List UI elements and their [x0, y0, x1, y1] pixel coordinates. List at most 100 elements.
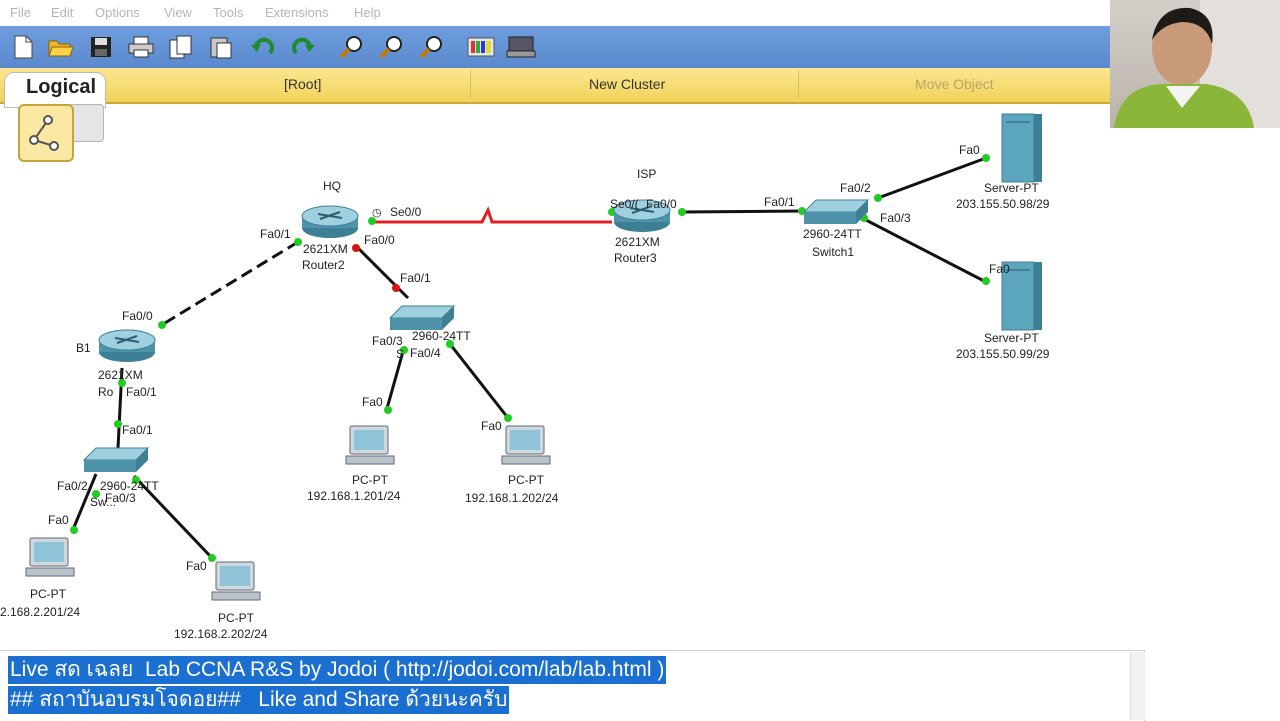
link-switch1-server2[interactable]	[861, 216, 987, 284]
swhq-name: S	[396, 347, 404, 361]
copy-icon[interactable]	[166, 32, 196, 62]
swb1-fa02: Fa0/2	[57, 479, 88, 493]
b1-label: B1	[76, 341, 91, 355]
menu-bar: File Edit Options View Tools Extensions …	[0, 0, 1110, 26]
menu-extensions[interactable]: Extensions	[265, 5, 329, 20]
link-isp-switch1[interactable]	[681, 209, 805, 214]
paste-icon[interactable]	[206, 32, 236, 62]
isp-label: ISP	[637, 167, 656, 181]
open-folder-icon[interactable]	[46, 32, 76, 62]
pc-1[interactable]	[345, 425, 395, 465]
link-swb1-pc4[interactable]	[132, 474, 214, 560]
link-switch-pc1[interactable]	[384, 347, 406, 413]
print-icon[interactable]	[126, 32, 156, 62]
bar-divider	[470, 70, 471, 98]
logical-tab-label: Logical	[26, 76, 97, 98]
router-b1[interactable]	[98, 329, 156, 363]
serial-link-hq-isp[interactable]	[370, 206, 612, 224]
webcam-overlay	[1110, 0, 1280, 128]
menu-tools[interactable]: Tools	[213, 5, 244, 20]
caption-line-2: ## สถาบันอบรมโจดอย## Like and Share ด้วย…	[8, 686, 510, 714]
switch1-model: 2960-24TT	[803, 227, 862, 241]
pc2-ip: 192.168.1.202/24	[465, 491, 559, 505]
link-status-dots	[70, 154, 990, 562]
redo-icon[interactable]	[288, 32, 318, 62]
isp-name: Router3	[614, 251, 657, 265]
switch1-fa01: Fa0/1	[764, 195, 795, 209]
pc1-port: Fa0	[362, 395, 383, 409]
menu-options[interactable]: Options	[95, 5, 140, 20]
swb1-fa01: Fa0/1	[122, 423, 153, 437]
link-switch1-server1[interactable]	[877, 156, 987, 200]
pc-4[interactable]	[211, 561, 261, 601]
pc-2[interactable]	[501, 425, 551, 465]
pc4-port: Fa0	[186, 559, 207, 573]
swhq-fa03: Fa0/3	[372, 334, 403, 348]
switch1-name: Switch1	[812, 245, 854, 259]
link-hq-b1[interactable]	[159, 240, 299, 328]
server1-port: Fa0	[959, 143, 980, 157]
palette-icon[interactable]	[466, 32, 496, 62]
pc-3[interactable]	[25, 537, 75, 577]
zoom-in-icon[interactable]	[336, 32, 366, 62]
server2-port: Fa0	[989, 262, 1010, 276]
switch-hq-lan[interactable]	[389, 305, 455, 331]
menu-view[interactable]: View	[164, 5, 192, 20]
pc3-port: Fa0	[48, 513, 69, 527]
router-hq[interactable]	[301, 205, 359, 239]
logical-view-icon[interactable]	[18, 104, 74, 162]
hq-fa00-port: Fa0/0	[364, 233, 395, 247]
link-swb1-pc3[interactable]	[70, 473, 98, 533]
hq-model: 2621XM	[303, 242, 348, 256]
pc4-ip: 192.168.2.202/24	[174, 627, 268, 641]
server1-ip: 203.155.50.98/29	[956, 197, 1050, 211]
switch-b1-lan[interactable]	[83, 447, 149, 473]
menu-file[interactable]: File	[10, 5, 31, 20]
toolbar	[0, 26, 1110, 69]
pc3-ip: 2.168.2.201/24	[0, 605, 80, 619]
isp-se-port: Se0/(	[610, 197, 639, 211]
menu-edit[interactable]: Edit	[51, 5, 74, 20]
b1-fa01: Fa0/1	[126, 385, 157, 399]
save-icon[interactable]	[86, 32, 116, 62]
workspace-bar	[0, 68, 1110, 104]
pc2-port: Fa0	[481, 419, 502, 433]
zoom-out-icon[interactable]	[416, 32, 446, 62]
pc2-type: PC-PT	[508, 473, 545, 487]
zoom-reset-icon[interactable]	[376, 32, 406, 62]
switch1-fa02: Fa0/2	[840, 181, 871, 195]
b1-name: Ro	[98, 385, 114, 399]
clock-icon: ◷	[372, 207, 382, 219]
root-breadcrumb[interactable]: [Root]	[284, 76, 322, 92]
pc1-ip: 192.168.1.201/24	[307, 489, 401, 503]
new-cluster-button[interactable]: New Cluster	[589, 76, 666, 92]
pc1-type: PC-PT	[352, 473, 389, 487]
isp-fa-port: Fa0/0	[646, 197, 677, 211]
caption-line-1: Live สด เฉลย Lab CCNA R&S by Jodoi ( htt…	[8, 656, 667, 684]
new-file-icon[interactable]	[8, 32, 38, 62]
switch1[interactable]	[803, 199, 869, 225]
server2-type: Server-PT	[984, 331, 1039, 345]
menu-help[interactable]: Help	[354, 5, 381, 20]
caption-scrollbar[interactable]	[1130, 652, 1145, 720]
b1-model: 2621XM	[98, 368, 143, 382]
bar-divider	[798, 70, 799, 98]
server2-ip: 203.155.50.99/29	[956, 347, 1050, 361]
swhq-fa04: Fa0/4	[410, 346, 441, 360]
move-object-button[interactable]: Move Object	[915, 76, 994, 92]
switch1-fa03: Fa0/3	[880, 211, 911, 225]
device-dialog-icon[interactable]	[506, 32, 536, 62]
hq-label: HQ	[323, 179, 341, 193]
isp-model: 2621XM	[615, 235, 660, 249]
hq-fa01-port: Fa0/1	[260, 227, 291, 241]
server-1[interactable]	[1001, 113, 1043, 183]
swb1-model: 2960-24TT	[100, 479, 159, 493]
swhq-model: 2960-24TT	[412, 329, 471, 343]
b1-fa00: Fa0/0	[122, 309, 153, 323]
topology-canvas[interactable]: HQ 2621XM Router2 ◷ Se0/0 Fa0/0 Fa0/1 IS…	[0, 104, 1280, 650]
link-switch-pc2[interactable]	[448, 343, 510, 419]
caption-box[interactable]: Live สด เฉลย Lab CCNA R&S by Jodoi ( htt…	[0, 650, 1145, 721]
server1-type: Server-PT	[984, 181, 1039, 195]
undo-icon[interactable]	[248, 32, 278, 62]
swhq-fa01: Fa0/1	[400, 271, 431, 285]
